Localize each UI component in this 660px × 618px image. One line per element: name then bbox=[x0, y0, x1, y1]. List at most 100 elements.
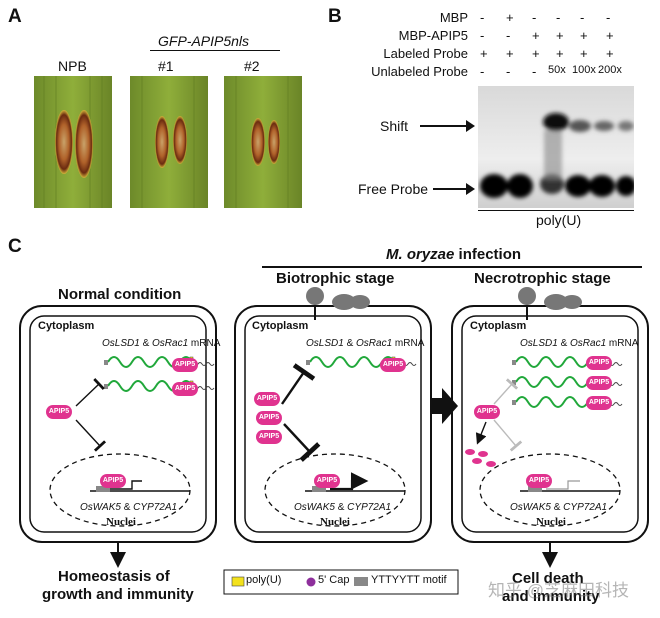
lane-1-sign-row-2: - bbox=[480, 28, 485, 43]
nucleus-necrotrophic bbox=[479, 453, 621, 527]
mrna-label-necrotrophic: OsLSD1 & OsRac1 mRNA bbox=[520, 338, 639, 349]
row-label-mbp: MBP bbox=[439, 10, 468, 25]
infection-word: infection bbox=[454, 246, 522, 263]
lane-3-sign-row-2: + bbox=[532, 28, 540, 43]
apip5-mrna-necro-1: APIP5 bbox=[586, 356, 612, 370]
panel-b-letter: B bbox=[328, 6, 342, 27]
apip5-mrna-necro-2: APIP5 bbox=[586, 376, 612, 390]
lane-4-sign-row-4: 50x bbox=[548, 64, 566, 76]
lane-3-sign-row-1: - bbox=[532, 10, 537, 25]
panel-c-letter: C bbox=[8, 236, 22, 257]
watermark: 知乎 @芝麻田科技 bbox=[488, 581, 629, 600]
nuclei-label-normal: Nuclei bbox=[106, 516, 136, 528]
necro-outcome-line1: Cell death bbox=[512, 570, 584, 587]
cell-membrane-normal bbox=[29, 315, 207, 533]
nuclei-label-biotrophic: Nuclei bbox=[320, 516, 350, 528]
cell-membrane-biotrophic bbox=[244, 315, 422, 533]
legend-polyu-label: poly(U) bbox=[246, 574, 282, 586]
polyu-legend-swatch bbox=[231, 576, 245, 587]
cell-membrane-necrotrophic bbox=[461, 315, 639, 533]
leaf-npb bbox=[34, 76, 112, 208]
apip5-mrna-normal-1: APIP5 bbox=[172, 358, 198, 372]
leaf-line2 bbox=[224, 76, 302, 208]
fungus-necrotrophic bbox=[518, 287, 582, 320]
apip5-mrna-bio: APIP5 bbox=[380, 358, 406, 372]
gene-label-normal: OsWAK5 & CYP72A1 bbox=[80, 502, 178, 513]
sample-label-line2: #2 bbox=[244, 58, 260, 74]
lane-5-sign-row-4: 100x bbox=[572, 64, 596, 76]
free-probe-label: Free Probe bbox=[358, 181, 429, 197]
lane-5-sign-row-3: + bbox=[580, 46, 588, 61]
nucleus-biotrophic bbox=[264, 453, 406, 527]
lane-6-sign-row-3: + bbox=[606, 46, 614, 61]
mrna-label-normal: OsLSD1 & OsRac1 mRNA bbox=[102, 338, 221, 349]
lane-6-sign-row-1: - bbox=[606, 10, 611, 25]
legend-motif-label: YTTYYTT motif bbox=[371, 574, 447, 586]
cytoplasm-label-biotrophic: Cytoplasm bbox=[252, 320, 309, 332]
pathogen-name: M. oryzae bbox=[386, 246, 455, 263]
cytoplasm-label-necrotrophic: Cytoplasm bbox=[470, 320, 527, 332]
lane-4-sign-row-2: + bbox=[556, 28, 564, 43]
legend-cap-label: 5' Cap bbox=[318, 574, 350, 586]
lane-6-sign-row-2: + bbox=[606, 28, 614, 43]
lane-3-sign-row-4: - bbox=[532, 64, 537, 79]
sample-label-npb: NPB bbox=[58, 58, 87, 74]
lane-1-sign-row-3: + bbox=[480, 46, 488, 61]
leaf-line1 bbox=[130, 76, 208, 208]
apip5-nuclear-necro: APIP5 bbox=[526, 474, 552, 488]
fungus-biotrophic bbox=[306, 287, 370, 320]
row-label-unlabeled-probe: Unlabeled Probe bbox=[371, 64, 468, 79]
apip5-free-bio-2: APIP5 bbox=[256, 411, 282, 425]
necrotrophic-stage-title: Necrotrophic stage bbox=[474, 270, 611, 287]
transgenic-group-label: GFP-APIP5nls bbox=[158, 33, 250, 49]
nucleus-normal bbox=[49, 453, 191, 527]
cytoplasm-label-normal: Cytoplasm bbox=[38, 320, 95, 332]
row-label-labeled-probe: Labeled Probe bbox=[383, 46, 468, 61]
nuclei-label-necrotrophic: Nuclei bbox=[536, 516, 566, 528]
degraded-apip5 bbox=[465, 449, 496, 467]
lane-5-sign-row-2: + bbox=[580, 28, 588, 43]
gene-label-necrotrophic: OsWAK5 & CYP72A1 bbox=[510, 502, 608, 513]
legend-box bbox=[223, 569, 459, 595]
row-label-mbp-apip5: MBP-APIP5 bbox=[398, 28, 468, 43]
lane-2-sign-row-1: + bbox=[506, 10, 514, 25]
mrna-label-biotrophic: OsLSD1 & OsRac1 mRNA bbox=[306, 338, 425, 349]
lane-2-sign-row-4: - bbox=[506, 64, 511, 79]
infection-title: M. oryzae infection bbox=[386, 246, 521, 263]
normal-outcome-line1: Homeostasis of bbox=[58, 568, 170, 585]
lane-1-sign-row-4: - bbox=[480, 64, 485, 79]
cap-legend-swatch bbox=[306, 577, 316, 587]
lane-5-sign-row-1: - bbox=[580, 10, 585, 25]
polyu-probe-label: poly(U) bbox=[536, 212, 582, 228]
apip5-free-bio-1: APIP5 bbox=[254, 392, 280, 406]
biotrophic-stage-title: Biotrophic stage bbox=[276, 270, 395, 287]
shift-label: Shift bbox=[380, 118, 409, 134]
gene-label-biotrophic: OsWAK5 & CYP72A1 bbox=[294, 502, 392, 513]
lane-1-sign-row-1: - bbox=[480, 10, 485, 25]
free-probe-arrow-head bbox=[466, 183, 475, 195]
free-probe-arrow bbox=[433, 188, 470, 190]
polyu-bracket bbox=[478, 210, 634, 211]
apip5-nuclear-normal: APIP5 bbox=[100, 474, 126, 488]
stage-transition-arrow bbox=[430, 388, 458, 424]
apip5-mrna-normal-2: APIP5 bbox=[172, 382, 198, 396]
emsa-gel-image bbox=[478, 86, 634, 208]
leaf-lesion-photo bbox=[34, 76, 302, 208]
lane-4-sign-row-3: + bbox=[556, 46, 564, 61]
apip5-free-bio-3: APIP5 bbox=[256, 430, 282, 444]
sample-label-line1: #1 bbox=[158, 58, 174, 74]
panel-a-letter: A bbox=[8, 6, 22, 27]
normal-outcome-line2: growth and immunity bbox=[42, 586, 194, 603]
group-bracket bbox=[150, 50, 280, 51]
apip5-free-normal: APIP5 bbox=[46, 405, 72, 419]
lane-2-sign-row-3: + bbox=[506, 46, 514, 61]
infection-bracket bbox=[262, 266, 642, 268]
shift-arrow bbox=[420, 125, 470, 127]
apip5-free-necro: APIP5 bbox=[474, 405, 500, 419]
motif-legend-swatch bbox=[354, 577, 368, 586]
necro-outcome-line2: and immunity bbox=[502, 588, 600, 605]
model-diagram bbox=[19, 287, 649, 595]
normal-condition-title: Normal condition bbox=[58, 286, 182, 303]
lane-2-sign-row-2: - bbox=[506, 28, 511, 43]
